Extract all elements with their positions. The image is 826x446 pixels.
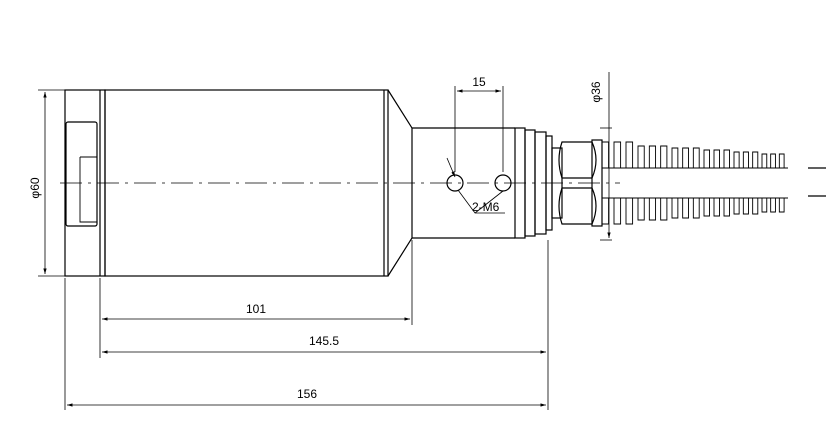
dim-diameter-60: φ60 <box>28 89 66 277</box>
gland-rib <box>637 145 672 221</box>
gland-rib <box>671 147 704 219</box>
cable-gland <box>601 141 788 225</box>
sensor-neck <box>412 127 515 239</box>
dim-label-36: φ36 <box>589 81 603 102</box>
gland-rib <box>761 153 788 213</box>
dim-15: 15 <box>454 75 504 172</box>
gland-rib <box>703 149 734 217</box>
dim-label-156: 156 <box>297 387 317 401</box>
dim-label-101: 101 <box>246 302 266 316</box>
gland-rib <box>601 141 638 225</box>
dim-156: 156 <box>64 278 546 410</box>
dim-label-15: 15 <box>472 75 486 89</box>
cable <box>808 167 826 197</box>
hole-label: 2-M6 <box>472 200 500 214</box>
hole-callout: 2-M6 <box>446 157 505 214</box>
dim-101: 101 <box>99 240 413 358</box>
gland-rib <box>733 151 762 215</box>
dim-label-60: φ60 <box>28 177 42 198</box>
dim-label-145-5: 145.5 <box>309 334 339 348</box>
dim-diameter-36: φ36 <box>589 72 612 241</box>
dim-145-5: 145.5 <box>102 240 549 410</box>
